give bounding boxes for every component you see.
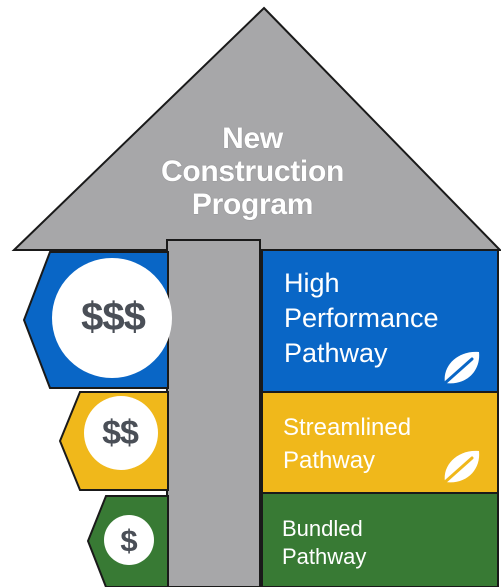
leaf-icon bbox=[443, 450, 480, 484]
pathway-label-line: Bundled bbox=[282, 516, 363, 541]
cost-circle-streamlined bbox=[84, 396, 158, 470]
cost-label-streamlined: $$ bbox=[102, 414, 139, 452]
pathway-box-bundled bbox=[261, 492, 499, 587]
pathway-label-line: Streamlined bbox=[283, 414, 412, 441]
program-title: New Construction Program bbox=[150, 122, 355, 221]
pathway-label-bundled: Bundled Pathway bbox=[282, 515, 366, 571]
pathway-label-line: Pathway bbox=[283, 447, 376, 474]
pathway-label-line: Performance bbox=[284, 303, 439, 333]
cost-circle-high bbox=[52, 258, 172, 378]
cost-label-bundled: $ bbox=[120, 523, 138, 558]
cost-circle-bundled bbox=[104, 515, 154, 565]
pathway-label-line: Pathway bbox=[284, 338, 388, 368]
pathway-label-line: High bbox=[284, 268, 340, 298]
pathway-label-high: High Performance Pathway bbox=[284, 266, 439, 371]
program-title-line: Program bbox=[191, 188, 314, 221]
program-title-line: New bbox=[222, 122, 283, 155]
program-title-line: Construction bbox=[160, 155, 345, 188]
leaf-icon bbox=[443, 351, 480, 385]
house-stem bbox=[166, 239, 261, 587]
pathway-label-line: Pathway bbox=[282, 544, 367, 569]
cost-label-high: $$$ bbox=[81, 295, 146, 339]
pathway-label-streamlined: Streamlined Pathway bbox=[283, 411, 411, 477]
